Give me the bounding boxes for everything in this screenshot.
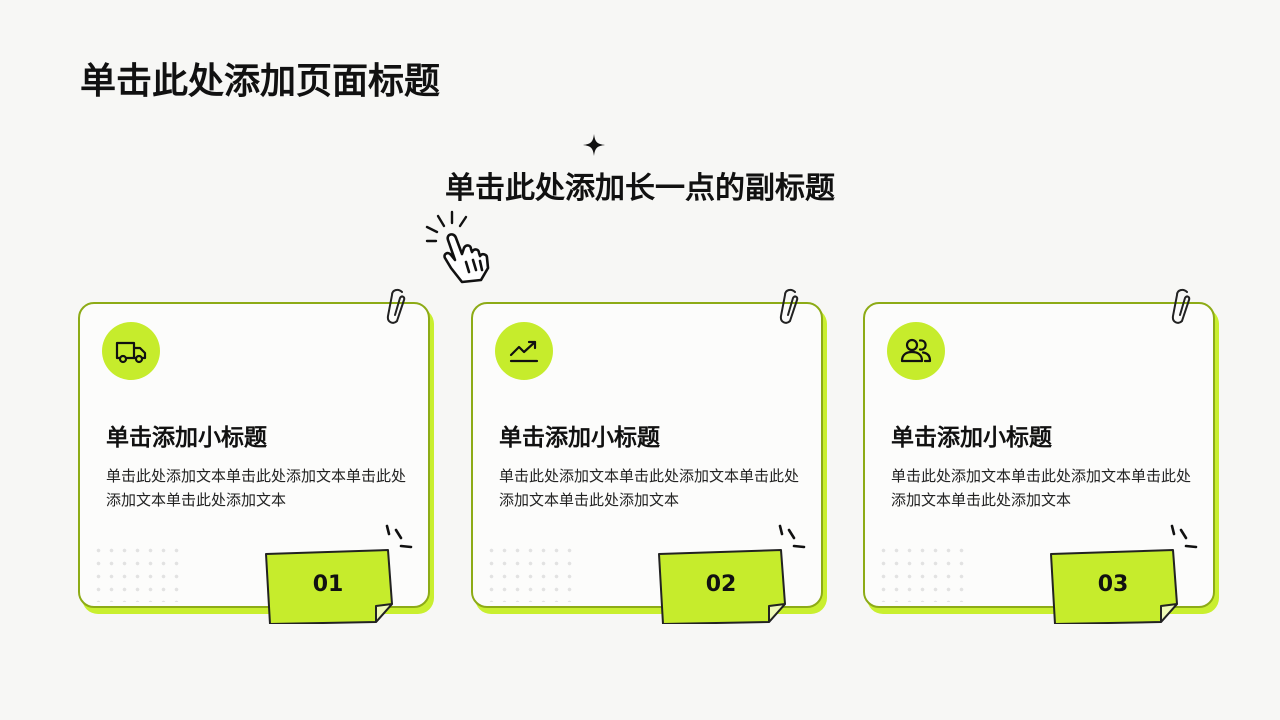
dot-pattern xyxy=(485,544,575,602)
page-title[interactable]: 单击此处添加页面标题 xyxy=(80,61,441,102)
feature-card-3: 单击添加小标题 单击此处添加文本单击此处添加文本单击此处添加文本单击此处添加文本… xyxy=(863,288,1219,624)
feature-card-1: 单击添加小标题 单击此处添加文本单击此处添加文本单击此处添加文本单击此处添加文本… xyxy=(78,288,434,624)
paperclip-icon xyxy=(386,288,406,324)
dot-pattern xyxy=(92,544,182,602)
card-heading[interactable]: 单击添加小标题 xyxy=(499,425,660,451)
card-text[interactable]: 单击此处添加文本单击此处添加文本单击此处添加文本单击此处添加文本 xyxy=(891,467,1192,509)
card-text[interactable]: 单击此处添加文本单击此处添加文本单击此处添加文本单击此处添加文本 xyxy=(106,467,407,509)
dot-pattern xyxy=(877,544,967,602)
sparkle-icon xyxy=(583,134,605,156)
sticky-note xyxy=(658,549,786,624)
burst-lines-icon xyxy=(778,524,806,549)
card-text[interactable]: 单击此处添加文本单击此处添加文本单击此处添加文本单击此处添加文本 xyxy=(499,467,800,509)
sticky-note xyxy=(1050,549,1178,624)
card-icon-circle xyxy=(495,322,553,380)
card-number: 02 xyxy=(705,572,737,597)
feature-card-2: 单击添加小标题 单击此处添加文本单击此处添加文本单击此处添加文本单击此处添加文本… xyxy=(471,288,827,624)
trend-up-icon xyxy=(509,340,539,363)
paperclip-icon xyxy=(779,288,799,324)
card-body: 单击添加小标题 单击此处添加文本单击此处添加文本单击此处添加文本单击此处添加文本 xyxy=(78,302,430,608)
hand-pointer-icon xyxy=(425,210,490,284)
card-heading[interactable]: 单击添加小标题 xyxy=(106,425,267,451)
truck-icon xyxy=(115,341,147,364)
card-number: 01 xyxy=(312,572,344,597)
paperclip-icon xyxy=(1171,288,1191,324)
subtitle[interactable]: 单击此处添加长一点的副标题 xyxy=(445,171,835,206)
card-heading[interactable]: 单击添加小标题 xyxy=(891,425,1052,451)
card-icon-circle xyxy=(102,322,160,380)
users-icon xyxy=(900,338,932,363)
burst-lines-icon xyxy=(1170,524,1198,549)
sticky-note xyxy=(265,549,393,624)
card-icon-circle xyxy=(887,322,945,380)
burst-lines-icon xyxy=(385,524,413,549)
card-number: 03 xyxy=(1097,572,1129,597)
card-body: 单击添加小标题 单击此处添加文本单击此处添加文本单击此处添加文本单击此处添加文本 xyxy=(471,302,823,608)
